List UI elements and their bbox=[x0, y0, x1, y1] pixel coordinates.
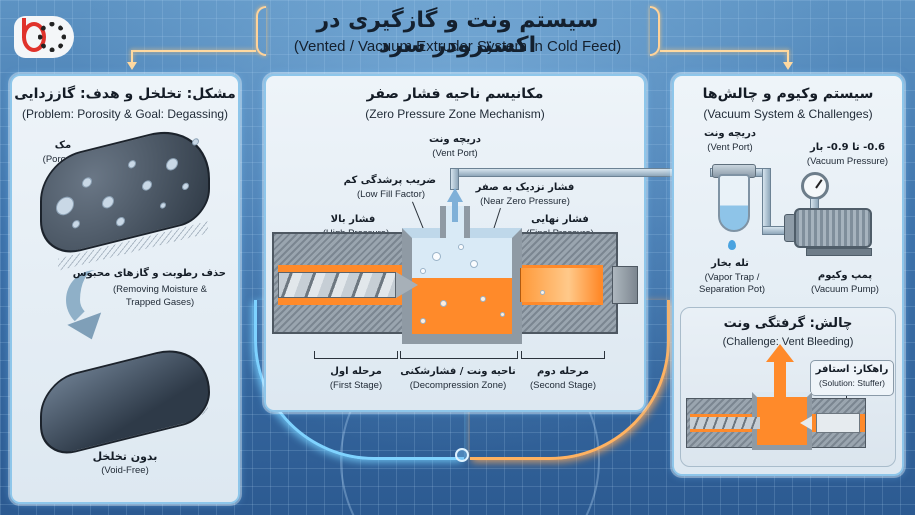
center-node bbox=[455, 448, 469, 462]
problem-title: مشکل: تخلخل و هدف: گاززدایی bbox=[14, 86, 236, 102]
final-pressure-label: فشار نهایی bbox=[531, 214, 589, 225]
stage-1-label: مرحله اول bbox=[330, 366, 382, 377]
arrow-down-icon bbox=[783, 62, 793, 70]
logo-gear-icon bbox=[38, 22, 66, 52]
arrow-up-icon bbox=[447, 188, 463, 202]
vapor-trap-label: تله بخار bbox=[711, 258, 749, 269]
gas-bubble bbox=[458, 244, 464, 250]
mechanism-subtitle: (Zero Pressure Zone Mechanism) bbox=[365, 107, 545, 121]
arrow-left-icon bbox=[800, 416, 812, 430]
vapor-trap-label-en-2: Separation Pot) bbox=[698, 284, 765, 295]
stage-bracket-2 bbox=[400, 351, 518, 359]
vent-port-label: دریچه ونت bbox=[704, 128, 756, 139]
stage-3-label: مرحله دوم bbox=[537, 366, 589, 377]
near-zero-label: فشار نزدیک به صفر bbox=[475, 182, 575, 193]
process-label-en-1: (Removing Moisture & bbox=[113, 284, 207, 295]
connector-right bbox=[660, 50, 788, 52]
connector-right-drop bbox=[787, 50, 789, 62]
gas-bubble bbox=[420, 318, 426, 324]
low-fill-label: ضریب پرشدگی کم bbox=[343, 175, 436, 186]
process-arrow bbox=[66, 270, 126, 330]
stage-1-label-en: (First Stage) bbox=[329, 380, 383, 391]
vacuum-system-subtitle: (Vacuum System & Challenges) bbox=[703, 107, 873, 121]
vacuum-system-title: سیستم وکیوم و چالش‌ها bbox=[702, 86, 874, 102]
challenge-subtitle: (Challenge: Vent Bleeding) bbox=[722, 336, 854, 348]
trap-outlet-pipe bbox=[762, 168, 771, 234]
low-fill-label-en: (Low Fill Factor) bbox=[356, 189, 426, 200]
gas-bubble bbox=[500, 312, 505, 317]
second-stage-screw bbox=[520, 268, 600, 302]
arrow-down-icon bbox=[127, 62, 137, 70]
page-subtitle: (Vented / Vacuum Extruder System in Cold… bbox=[293, 38, 622, 55]
gas-bubble bbox=[470, 260, 478, 268]
extruder-die bbox=[612, 266, 638, 304]
screw-flights bbox=[278, 272, 396, 298]
challenge-title: چالش: گرفتگی ونت bbox=[723, 316, 853, 331]
solution-label-en: (Solution: Stuffer) bbox=[819, 378, 885, 388]
void-free-label: بدون تخلخل bbox=[92, 450, 158, 463]
connector-left-drop bbox=[131, 50, 133, 62]
title-bracket-left bbox=[256, 6, 266, 56]
arrow-up-icon bbox=[766, 344, 794, 362]
high-pressure-label: فشار بالا bbox=[330, 214, 376, 225]
challenge-screw bbox=[690, 417, 760, 429]
vent-flow-stem bbox=[452, 200, 458, 222]
vacuum-pump-icon bbox=[794, 208, 872, 248]
pressure-gauge-icon bbox=[801, 172, 829, 200]
gas-bubble bbox=[540, 290, 545, 295]
title-bracket-right bbox=[650, 6, 660, 56]
vapor-trap-label-en-1: (Vapor Trap / bbox=[704, 272, 760, 283]
stage-2-label: ناحیه ونت / فشارشکنی bbox=[400, 366, 516, 377]
vent-port-label-en: (Vent Port) bbox=[432, 148, 478, 159]
vapor-trap-icon bbox=[718, 174, 750, 232]
gas-bubble bbox=[432, 252, 441, 261]
stage-bracket-1 bbox=[314, 351, 398, 359]
solution-label: راهکار: استافر bbox=[815, 364, 889, 375]
stage-2-label-en: (Decompression Zone) bbox=[409, 380, 507, 391]
near-zero-label-en: (Near Zero Pressure) bbox=[480, 196, 570, 207]
void-free-label-en: (Void-Free) bbox=[101, 465, 149, 476]
connector-left bbox=[132, 50, 256, 52]
vent-bleeding-flow bbox=[774, 358, 786, 398]
mechanism-title: مکانیسم ناحیه فشار صفر bbox=[366, 86, 544, 102]
gas-bubble bbox=[480, 296, 486, 302]
vacuum-pressure-value: 0.6- تا 0.9- بار bbox=[810, 142, 885, 153]
vacuum-pump-label-en: (Vacuum Pump) bbox=[811, 284, 879, 295]
screw-tip bbox=[396, 272, 418, 298]
company-logo bbox=[14, 16, 74, 58]
page-title: سیستم ونت و گازگیری در اکسترودر سرد bbox=[316, 8, 599, 58]
stuffer-icon bbox=[816, 413, 860, 433]
stage-bracket-3 bbox=[521, 351, 605, 359]
solution-callout bbox=[810, 360, 894, 396]
vacuum-pressure-label: (Vacuum Pressure) bbox=[806, 156, 889, 167]
stage-3-label-en: (Second Stage) bbox=[529, 380, 596, 391]
vacuum-pump-label: پمپ وکیوم bbox=[817, 270, 873, 281]
problem-subtitle: (Problem: Porosity & Goal: Degassing) bbox=[21, 107, 229, 121]
water-drop-icon bbox=[728, 240, 736, 250]
gas-bubble bbox=[440, 300, 447, 307]
vent-port-label: دریچه ونت bbox=[429, 134, 481, 145]
gas-bubble bbox=[420, 268, 426, 274]
vacuum-line-drop bbox=[450, 168, 459, 190]
porosity-label: مک bbox=[54, 140, 72, 151]
vent-port-label-en: (Vent Port) bbox=[707, 142, 753, 153]
process-label: حذف رطوبت و گازهای محبوس bbox=[72, 268, 226, 279]
pump-base bbox=[806, 248, 872, 256]
process-label-en-2: Trapped Gases) bbox=[125, 297, 195, 308]
